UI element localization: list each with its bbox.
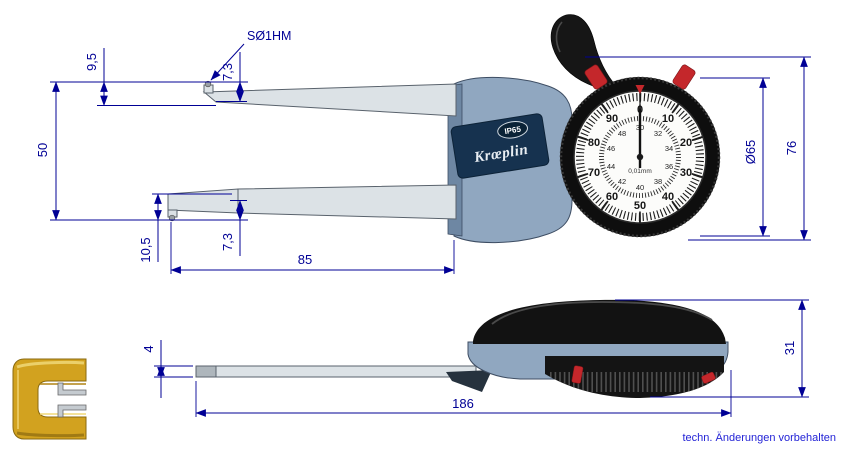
lower-arm-extension [167, 188, 239, 214]
side-blade-tip [195, 365, 217, 378]
dimension-85: 85 [170, 222, 455, 274]
upper-measuring-arm [202, 83, 457, 117]
probe-tip-callout: SØ1HM [210, 29, 291, 81]
workpiece-shadow [16, 431, 85, 438]
dial-inner-number: 36 [665, 162, 673, 171]
dimension-dia65: Ø65 [700, 77, 770, 237]
dial-inner-number: 32 [654, 129, 662, 138]
dimension-label: 31 [782, 341, 797, 355]
ip65-badge-label: IP65 [504, 125, 522, 137]
dial-inner-tick-ring [599, 116, 681, 198]
dial-indicator: 0 10 20 30 40 50 60 70 80 90 30 32 34 36… [559, 64, 721, 238]
dimension-7-3-top: 7,3 [216, 52, 247, 103]
dial-tick-ring [576, 93, 704, 221]
brand-plate: IP65 Krœplin [450, 113, 550, 179]
side-knurl-ring [545, 356, 724, 398]
dial-inner-number: 38 [654, 177, 662, 186]
dial-inner-number: 44 [607, 162, 615, 171]
dial-number: 50 [634, 200, 646, 212]
side-blade [195, 365, 477, 378]
footer-note: techn. Änderungen vorbehalten [682, 432, 836, 444]
dial-pivot [636, 153, 644, 161]
dimension-10-5: 10,5 [138, 193, 232, 263]
dial-inner-number: 48 [618, 129, 626, 138]
dimension-label: 9,5 [84, 53, 99, 71]
side-view-dimensions: 4 31 186 [141, 299, 809, 417]
red-clamp-left [584, 64, 608, 90]
side-mount-wedge [446, 370, 492, 392]
dial-number: 10 [662, 113, 674, 125]
red-clamp-right [672, 64, 696, 90]
dial-number: 30 [680, 167, 692, 179]
workpiece-gold-body [12, 358, 87, 440]
dial-number: 60 [606, 191, 618, 203]
front-view-dimensions: 50 9,5 7,3 10,5 7,3 [35, 29, 811, 274]
dial-inner-number: 40 [636, 183, 644, 192]
dimension-label: 10,5 [138, 237, 153, 262]
dimension-4: 4 [141, 340, 193, 398]
lower-contact-ball [168, 214, 176, 222]
lower-measuring-arm [237, 184, 457, 220]
dimension-9-5: 9,5 [84, 48, 216, 107]
dimension-31: 31 [615, 299, 809, 398]
dimension-label: Ø65 [743, 140, 758, 165]
dimension-186: 186 [195, 370, 732, 417]
dial-number: 80 [588, 137, 600, 149]
dial-inner-number: 46 [607, 144, 615, 153]
dial-needle [638, 96, 642, 168]
side-red-clamp-right [701, 371, 716, 384]
dimension-76: 76 [585, 56, 811, 241]
dimension-7-3-bottom: 7,3 [220, 199, 247, 256]
dial-bezel-knurl [559, 76, 721, 238]
dimension-label: 85 [298, 252, 312, 267]
workpiece-cross-section [12, 358, 87, 440]
workpiece-probe-tips [57, 382, 87, 418]
upper-contact-ball [204, 80, 212, 88]
side-view [195, 299, 729, 398]
dial-inner-number: 42 [618, 177, 626, 186]
dial-number: 90 [606, 113, 618, 125]
dimension-label: 4 [141, 345, 156, 352]
dimension-label: 50 [35, 143, 50, 157]
upper-probe-tip [57, 382, 87, 396]
probe-tip-label: SØ1HM [247, 29, 291, 43]
dimension-label: 7,3 [220, 63, 235, 81]
dimension-label: 76 [784, 141, 799, 155]
tolerance-marker-icon [635, 85, 645, 94]
dial-unit-label: 0,01mm [628, 168, 651, 175]
dial-inner-number: 34 [665, 144, 673, 153]
dimension-50: 50 [35, 81, 60, 221]
ip65-badge [497, 121, 528, 139]
side-top-cap [473, 299, 726, 344]
dial-number: 40 [662, 191, 674, 203]
dial-number: 20 [680, 137, 692, 149]
release-lever-highlight [555, 21, 563, 53]
lower-probe-tip [57, 404, 87, 418]
dimension-label: 186 [452, 396, 474, 411]
dial-number: 70 [588, 167, 600, 179]
side-red-clamp-left [571, 365, 584, 384]
workpiece-highlight [16, 360, 85, 369]
dimension-label: 7,3 [220, 233, 235, 251]
front-view: IP65 Krœplin 0 10 20 30 40 50 60 70 [167, 14, 721, 243]
lower-contact-tip [167, 209, 178, 218]
side-top-cap-highlight [491, 301, 713, 325]
release-lever [550, 14, 618, 89]
